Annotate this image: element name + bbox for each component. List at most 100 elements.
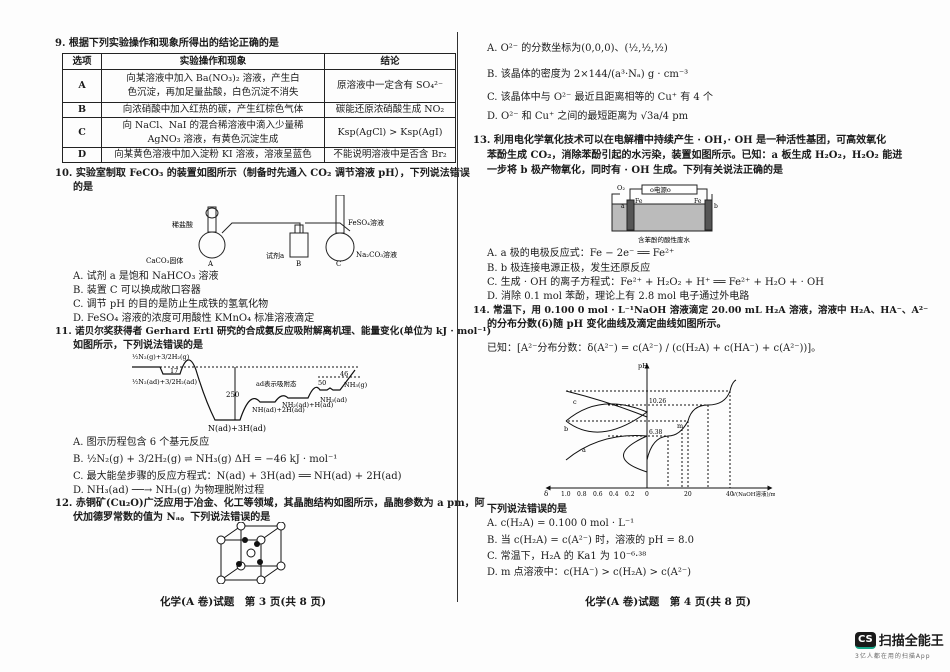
label-nh3g: NH₃(g): [344, 381, 368, 389]
q13-stem-cont: 苯酚生成 CO₂，消除苯酚引起的水污染，装置如图所示。已知：a 板生成 H₂O₂…: [487, 150, 903, 161]
delta-tick: 0.8: [577, 491, 587, 498]
label-50: 50: [318, 379, 326, 387]
label-46: 46: [340, 370, 348, 378]
delta-tick: 0.4: [609, 491, 619, 498]
curve-b: [565, 403, 648, 433]
label-feso4: FeSO₄溶液: [348, 218, 384, 227]
q12-option-c: C. 该晶体中与 O²⁻ 最近且距离相等的 Cu⁺ 有 4 个: [487, 92, 713, 103]
q11-stem: 11. 诺贝尔奖获得者 Gerhard Ertl 研究的合成氨反应吸附解离机理、…: [55, 326, 492, 337]
option-cell: B: [62, 102, 102, 118]
q11-option-d: D. NH₃(ad) ──→ NH₃(g) 为物理脱附过程: [73, 485, 265, 496]
label-adsorbed: ½N₂(ad)+3/2H₂(ad): [132, 378, 197, 386]
q11-option-a: A. 图示历程包含 6 个基元反应: [73, 437, 210, 448]
label-nh3ad: NH₃(ad): [320, 396, 348, 404]
delta-tick: 0.6: [593, 491, 603, 498]
operation-line: 向 NaCl、NaI 的混合稀溶液中滴入少量稀: [122, 119, 304, 131]
page-footer-right: 化学(A 卷)试题 第 4 页(共 8 页): [585, 596, 751, 608]
titration-curve: [646, 379, 737, 461]
label-caco3: CaCO₃固体: [146, 256, 183, 265]
table-header: 实验操作和现象: [101, 53, 325, 70]
crystal-cell-figure: [216, 522, 286, 584]
operation-line: 向浓硝酸中加入红热的碳，产生红棕色气体: [101, 102, 325, 118]
q13-option-d: D. 消除 0.1 mol 苯酚，理论上有 2.8 mol 电子通过外电路: [487, 291, 750, 302]
table-header: 结论: [324, 53, 456, 70]
v-tick: 40: [726, 491, 734, 498]
label-nh2: NH₂(ad)+H(ad): [282, 401, 334, 409]
option-cell: D: [62, 147, 102, 163]
delta-tick: 0: [645, 491, 649, 498]
conclusion-cell: 碳能还原浓硝酸生成 NO₂: [324, 102, 456, 118]
label-note: ad表示吸附态: [256, 379, 297, 388]
curve-label-b: b: [564, 425, 568, 433]
q11-stem-cont: 如图所示，下列说法错误的是: [73, 340, 203, 351]
table-header: 选项: [62, 53, 102, 70]
label-250: 250: [226, 391, 239, 399]
apparatus-figure: 稀盐酸 CaCO₃固体 A 试剂a B FeSO₄溶液 Na₂CO₃溶液 C: [146, 195, 397, 267]
label-na2co3: Na₂CO₃溶液: [356, 250, 397, 259]
label-C: C: [336, 260, 341, 267]
q13-stem: 13. 利用电化学氧化技术可以在电解槽中持续产生 · OH，· OH 是一种活性…: [473, 135, 887, 146]
q14-known: 已知：[A²⁻分布分数：δ(A²⁻) = c(A²⁻) / (c(H₂A) + …: [487, 343, 822, 354]
curve-label-a: a: [582, 446, 586, 454]
page-divider: [457, 32, 458, 602]
q14-option-b: B. 当 c(H₂A) = c(A²⁻) 时，溶液的 pH = 8.0: [487, 535, 695, 546]
ph-label-10-26: 10.26: [649, 398, 666, 405]
operation-line: AgNO₃ 溶液，有黄色沉淀生成: [147, 133, 279, 145]
q9-stem: 9. 根据下列实验操作和现象所得出的结论正确的是: [55, 38, 279, 49]
delta-axis-label: δ: [544, 490, 548, 498]
label-A: A: [207, 260, 214, 267]
q11-option-c: C. 最大能垒步骤的反应方程式：N(ad) + 3H(ad) ══ NH(ad)…: [73, 471, 402, 482]
ph-titration-chart: pH δ V(NaOH溶液)/mL 1.0 0.8 0.6 0.4 0.2 0 …: [544, 362, 775, 498]
ph-label-6-38: 6.38: [649, 429, 663, 436]
label-hcl: 稀盐酸: [172, 220, 193, 229]
conclusion-cell: Ksp(AgCl) > Ksp(AgI): [324, 117, 456, 148]
q10-option-b: B. 装置 C 可以换成敞口容器: [73, 285, 201, 296]
q12-option-a: A. O²⁻ 的分数坐标为(0,0,0)、(½,½,½): [487, 43, 668, 54]
label-n3h: N(ad)+3H(ad): [208, 424, 266, 433]
label-wastewater: 含苯酚的酸性废水: [638, 235, 691, 244]
q14-stem-cont: 的分布分数(δ)随 pH 变化曲线及滴定曲线如图所示。: [487, 319, 727, 330]
page-footer-left: 化学(A 卷)试题 第 3 页(共 8 页): [160, 596, 326, 608]
operation-line: 向某黄色溶液中加入淀粉 KI 溶液，溶液呈蓝色: [101, 147, 325, 163]
point-m: m: [677, 422, 683, 430]
label-start: ½N₂(g)+3/2H₂(g): [132, 353, 190, 361]
q14-option-c: C. 常温下，H₂A 的 Ka1 为 10⁻⁶·³⁸: [487, 551, 647, 562]
conclusion-cell: 不能说明溶液中是否含 Br₂: [324, 147, 456, 163]
q13-option-b: B. b 极连接电源正极，发生还原反应: [487, 263, 651, 274]
q12-option-b: B. 该晶体的密度为 2×144/(a³·Nₐ) g · cm⁻³: [487, 69, 689, 80]
q14-option-d: D. m 点溶液中：c(HA⁻) > c(H₂A) > c(A²⁻): [487, 567, 692, 578]
q12-stem: 12. 赤铜矿(Cu₂O)广泛应用于冶金、化工等领域，其晶胞结构如图所示，晶胞参…: [55, 498, 485, 509]
q10-option-c: C. 调节 pH 的目的是防止生成铁的氢氧化物: [73, 299, 269, 310]
electrolysis-figure: O₂ o电源o Fe Fe a b 含苯酚的酸性废水: [611, 184, 718, 244]
q12-option-d: D. O²⁻ 和 Cu⁺ 之间的最短距离为 √3a/4 pm: [487, 111, 689, 122]
q10-stem-cont: 的是: [73, 182, 93, 193]
q13-option-a: A. a 极的电极反应式：Fe − 2e⁻ ══ Fe²⁺: [487, 248, 675, 259]
conclusion-cell: 原溶液中一定含有 SO₄²⁻: [324, 69, 456, 103]
operation-line: 向某溶液中加入 Ba(NO₃)₂ 溶液，产生白: [126, 73, 300, 84]
label-b: b: [714, 203, 718, 210]
option-cell: C: [62, 117, 102, 148]
q14-question: 下列说法错误的是: [487, 504, 567, 515]
label-reagent: 试剂a: [266, 251, 284, 260]
operation-line: 色沉淀，再加足量盐酸，白色沉淀不消失: [127, 87, 299, 98]
q10-option-a: A. 试剂 a 是饱和 NaHCO₃ 溶液: [73, 271, 219, 282]
label-nh2h: NH(ad)+2H(ad): [252, 406, 305, 414]
camscanner-logo-icon: CS: [855, 632, 876, 649]
q14-stem: 14. 常温下，用 0.100 0 mol · L⁻¹NaOH 溶液滴定 20.…: [473, 305, 929, 316]
q13-option-c: C. 生成 · OH 的离子方程式：Fe²⁺ + H₂O₂ + H⁺ ══ Fe…: [487, 277, 824, 288]
label-o2: O₂: [617, 184, 625, 192]
v-axis-label: V(NaOH溶液)/mL: [731, 490, 775, 498]
power-source: o电源o: [650, 185, 671, 194]
q10-option-d: D. FeSO₄ 溶液的浓度可用酸性 KMnO₄ 标准溶液滴定: [73, 313, 315, 324]
brand-name: 扫描全能王: [878, 634, 944, 649]
q10-stem: 10. 实验室制取 FeCO₃ 的装置如图所示（制备时先通入 CO₂ 调节溶液 …: [55, 168, 470, 179]
delta-tick: 0.2: [625, 491, 635, 498]
label-fe-a: Fe: [635, 198, 643, 205]
q14-option-a: A. c(H₂A) = 0.100 0 mol · L⁻¹: [487, 518, 635, 529]
label-17: 17: [170, 367, 178, 375]
ph-axis-label: pH: [638, 362, 648, 370]
